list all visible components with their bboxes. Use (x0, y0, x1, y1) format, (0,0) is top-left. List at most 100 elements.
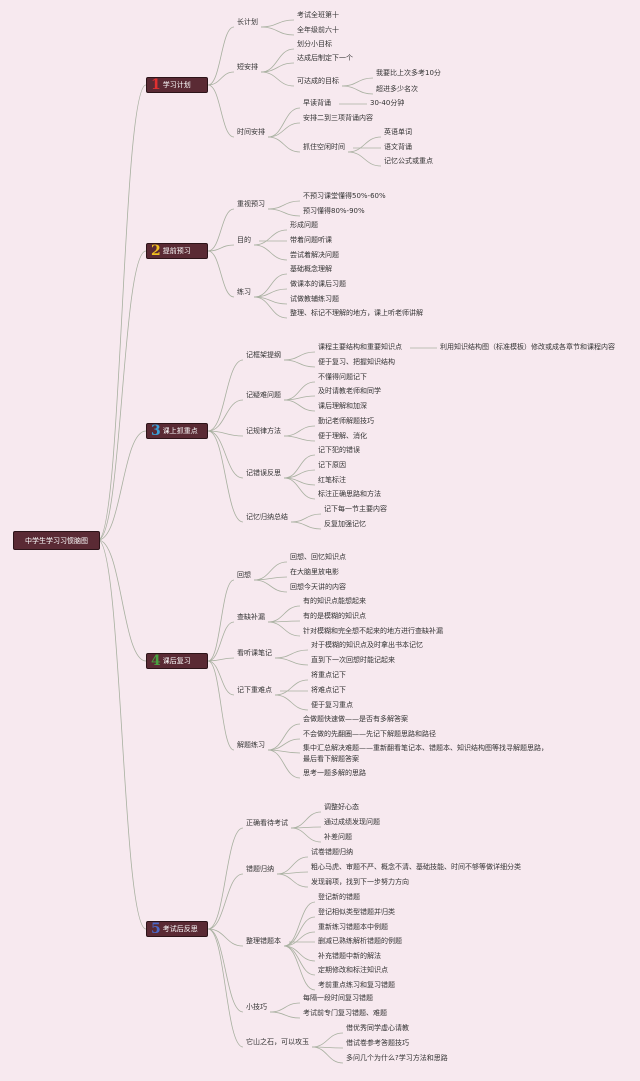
mindmap-node[interactable]: 发现弱项，找到下一步努力方向 (311, 878, 409, 886)
mindmap-node[interactable]: 带着问题听课 (290, 236, 332, 244)
mindmap-node[interactable]: 记错误反思 (246, 469, 281, 477)
mindmap-node[interactable]: 便于复习重点 (311, 701, 353, 709)
mindmap-node[interactable]: 登记新的错题 (318, 893, 360, 901)
mindmap-node[interactable]: 回想、回忆知识点 (290, 553, 346, 561)
mindmap-node[interactable]: 形成问题 (290, 221, 318, 229)
mindmap-node[interactable]: 查缺补漏 (237, 613, 265, 621)
mindmap-node[interactable]: 登记相似类型错题并归类 (318, 908, 395, 916)
mindmap-node[interactable]: 勤记老师解题技巧 (318, 417, 374, 425)
mindmap-node[interactable]: 正确看待考试 (246, 819, 288, 827)
mindmap-node[interactable]: 调整好心态 (324, 803, 359, 811)
mindmap-node[interactable]: 标注正确思路和方法 (318, 490, 381, 498)
mindmap-node[interactable]: 抓住空闲时间 (303, 143, 345, 151)
mindmap-node[interactable]: 目的 (237, 236, 251, 244)
mindmap-node[interactable]: 对于模糊的知识点及时拿出书本记忆 (311, 641, 423, 649)
mindmap-node[interactable]: 课程主要结构和重要知识点 (318, 343, 402, 351)
mindmap-node[interactable]: 定期修改和标注知识点 (318, 966, 388, 974)
mindmap-node[interactable]: 时间安排 (237, 128, 265, 136)
mindmap-node[interactable]: 记规律方法 (246, 427, 281, 435)
mindmap-node[interactable]: 补充错题中新的解法 (318, 952, 381, 960)
mindmap-node[interactable]: 借试卷参考答题技巧 (346, 1039, 409, 1047)
mindmap-node[interactable]: 它山之石，可以攻玉 (246, 1038, 309, 1046)
mindmap-node[interactable]: 试做教辅练习题 (290, 295, 339, 303)
mindmap-node[interactable]: 语文背诵 (384, 143, 412, 151)
mindmap-node[interactable]: 红笔标注 (318, 476, 346, 484)
mindmap-node[interactable]: 我要比上次多考10分 (376, 69, 441, 77)
mindmap-node[interactable]: 试卷错题归纳 (311, 848, 353, 856)
mindmap-node[interactable]: 最后看下解题答案 (303, 755, 359, 763)
mindmap-node[interactable]: 小技巧 (246, 1003, 267, 1011)
mindmap-node[interactable]: 练习 (237, 288, 251, 296)
mindmap-node[interactable]: 回想 (237, 571, 251, 579)
mindmap-node[interactable]: 会做题快速做——是否有多解答案 (303, 715, 408, 723)
mindmap-node[interactable]: 长计划 (237, 18, 258, 26)
mindmap-node[interactable]: 做课本的课后习题 (290, 280, 346, 288)
mindmap-node[interactable]: 划分小目标 (297, 40, 332, 48)
mindmap-node[interactable]: 全年级前六十 (297, 26, 339, 34)
mindmap-node[interactable]: 预习懂得80%-90% (303, 207, 365, 215)
mindmap-node[interactable]: 借优秀同学虚心请教 (346, 1024, 409, 1032)
mindmap-node[interactable]: 删减已熟练解析错题的例题 (318, 937, 402, 945)
mindmap-node[interactable]: 补差问题 (324, 833, 352, 841)
mindmap-node[interactable]: 记下原因 (318, 461, 346, 469)
mindmap-node[interactable]: 记忆公式或重点 (384, 157, 433, 165)
mindmap-node[interactable]: 回想今天讲的内容 (290, 583, 346, 591)
mindmap-node[interactable]: 反复加强记忆 (324, 520, 366, 528)
node-link (311, 1046, 344, 1064)
mindmap-node[interactable]: 记下犯的错误 (318, 446, 360, 454)
mindmap-node[interactable]: 有的是模糊的知识点 (303, 612, 366, 620)
mindmap-node[interactable]: 不预习课堂懂得50%-60% (303, 192, 386, 200)
mindmap-node[interactable]: 将难点记下 (311, 686, 346, 694)
mindmap-node[interactable]: 超进多少名次 (376, 85, 418, 93)
mindmap-node[interactable]: 课后理解和加深 (318, 402, 367, 410)
mindmap-node[interactable]: 记框架提纲 (246, 351, 281, 359)
mindmap-node[interactable]: 重视预习 (237, 200, 265, 208)
mindmap-node[interactable]: 记疑难问题 (246, 391, 281, 399)
mindmap-node[interactable]: 及时请教老师和同学 (318, 387, 381, 395)
mindmap-node[interactable]: 可达成的目标 (297, 77, 339, 85)
mindmap-node[interactable]: 重新练习错题本中例题 (318, 923, 388, 931)
mindmap-node[interactable]: 整理、标记不理解的地方，课上听老师讲解 (290, 309, 423, 317)
mindmap-node[interactable]: 看听课笔记 (237, 649, 272, 657)
mindmap-node[interactable]: 利用知识结构图（标准模板）修改或成各章节和课程内容 (440, 343, 615, 351)
mindmap-node[interactable]: 解题练习 (237, 741, 265, 749)
mindmap-node[interactable]: 记下每一节主要内容 (324, 505, 387, 513)
mindmap-node[interactable]: 安排二到三项背诵内容 (303, 114, 373, 122)
mindmap-node[interactable]: 有的知识点能想起来 (303, 597, 366, 605)
mindmap-node[interactable]: 记下重难点 (237, 686, 272, 694)
mindmap-node[interactable]: 将重点记下 (311, 671, 346, 679)
mindmap-node[interactable]: 整理错题本 (246, 937, 281, 945)
mindmap-node[interactable]: 30-40分钟 (370, 99, 405, 107)
mindmap-node[interactable]: 基础概念理解 (290, 265, 332, 273)
mindmap-node[interactable]: 集中汇总解决难题——重新翻看笔记本、错题本、知识结构图等找寻解题思路， (303, 744, 548, 752)
mindmap-node[interactable]: 每隔一段时间复习错题 (303, 994, 373, 1002)
mindmap-node[interactable]: 英语单词 (384, 128, 412, 136)
mindmap-node[interactable]: 记忆归纳总结 (246, 513, 288, 521)
mindmap-node[interactable]: 短安排 (237, 63, 258, 71)
mindmap-node[interactable]: 不会做的先翻圈——先记下解题思路和路径 (303, 730, 436, 738)
root-node[interactable]: 中学生学习习惯脑图 (13, 531, 100, 550)
mindmap-node[interactable]: 在大脑里放电影 (290, 568, 339, 576)
mindmap-node[interactable]: 考前重点练习和复习错题 (318, 981, 395, 989)
mindmap-node[interactable]: 错题归纳 (246, 865, 274, 873)
mindmap-node[interactable]: 早读背诵 (303, 99, 331, 107)
mindmap-node[interactable]: 多问几个为什么?学习方法和思路 (346, 1054, 448, 1062)
mindmap-node[interactable]: 思考一题多解的思路 (303, 769, 366, 777)
mindmap-node[interactable]: 不懂得问题记下 (318, 373, 367, 381)
mindmap-node[interactable]: 针对模糊和完全想不起来的地方进行查缺补漏 (303, 627, 443, 635)
mindmap-node[interactable]: 尝试着解决问题 (290, 251, 339, 259)
node-link (267, 107, 301, 138)
mindmap-node[interactable]: 便于理解、消化 (318, 432, 367, 440)
mindmap-node[interactable]: 通过成绩发现问题 (324, 818, 380, 826)
mindmap-node[interactable]: 达成后制定下一个 (297, 54, 353, 62)
mindmap-node[interactable]: 直到下一次回想时能记起来 (311, 656, 395, 664)
mindmap-node[interactable]: 考试前专门复习错题、难题 (303, 1009, 387, 1017)
mindmap-node[interactable]: 便于复习、把握知识结构 (318, 358, 395, 366)
mindmap-node[interactable]: 考试全班第十 (297, 11, 339, 19)
mindmap-node[interactable]: 粗心马虎、审题不严、概念不清、基础技能、时间不够等做详细分类 (311, 863, 521, 871)
